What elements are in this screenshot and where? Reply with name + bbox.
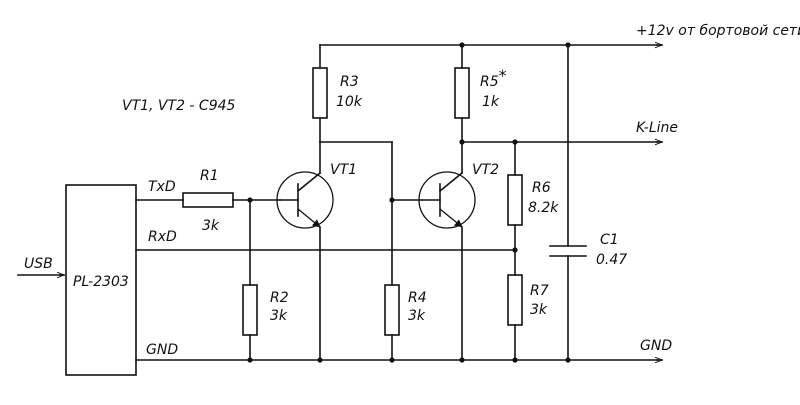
c1-ref: C1 [600, 232, 619, 248]
r6-ref: R6 [532, 180, 551, 196]
r5-mark: * [499, 66, 507, 85]
resistor-r2 [242, 199, 258, 361]
capacitor-c1 [549, 44, 587, 361]
txd-label: TxD [148, 179, 176, 195]
vt1-collector-net [319, 141, 423, 286]
transistor-vt2 [418, 141, 476, 361]
vt1-ref: VT1 [330, 162, 357, 178]
resistor-r4 [384, 284, 400, 361]
r2-ref: R2 [270, 290, 289, 306]
r7-value: 3k [530, 302, 548, 318]
r2-value: 3k [270, 308, 288, 324]
r5-ref: R5* [480, 66, 507, 90]
r4-ref: R4 [408, 290, 427, 306]
power-label: +12v от бортовой сети [636, 23, 800, 39]
resistor-r6 [507, 141, 523, 276]
resistor-r3 [312, 44, 328, 143]
transistor-vt1 [276, 141, 334, 361]
resistor-r1 [182, 192, 281, 208]
kline-net [459, 139, 662, 144]
pl2303-chip [65, 184, 137, 376]
r1-value: 3k [202, 218, 220, 234]
rxd-wire [135, 247, 518, 253]
power-rail [319, 42, 662, 47]
r5-value: 1k [482, 94, 500, 110]
r7-ref: R7 [530, 283, 549, 299]
resistor-r7 [507, 274, 523, 361]
r4-value: 3k [408, 308, 426, 324]
r3-ref: R3 [340, 74, 359, 90]
r6-value: 8.2k [528, 200, 559, 216]
usb-label: USB [24, 256, 53, 272]
transistor-note: VT1, VT2 - C945 [122, 98, 236, 114]
r3-value: 10k [336, 94, 363, 110]
ground-rail [135, 357, 662, 362]
rxd-label: RxD [148, 229, 177, 245]
c1-value: 0.47 [596, 252, 627, 268]
gnd-right-label: GND [640, 338, 672, 354]
r1-ref: R1 [200, 168, 219, 184]
vt2-ref: VT2 [472, 162, 499, 178]
pl2303-label: PL-2303 [73, 274, 129, 290]
kline-label: K-Line [636, 120, 678, 136]
resistor-r5 [454, 44, 470, 143]
gnd-left-label: GND [146, 342, 178, 358]
